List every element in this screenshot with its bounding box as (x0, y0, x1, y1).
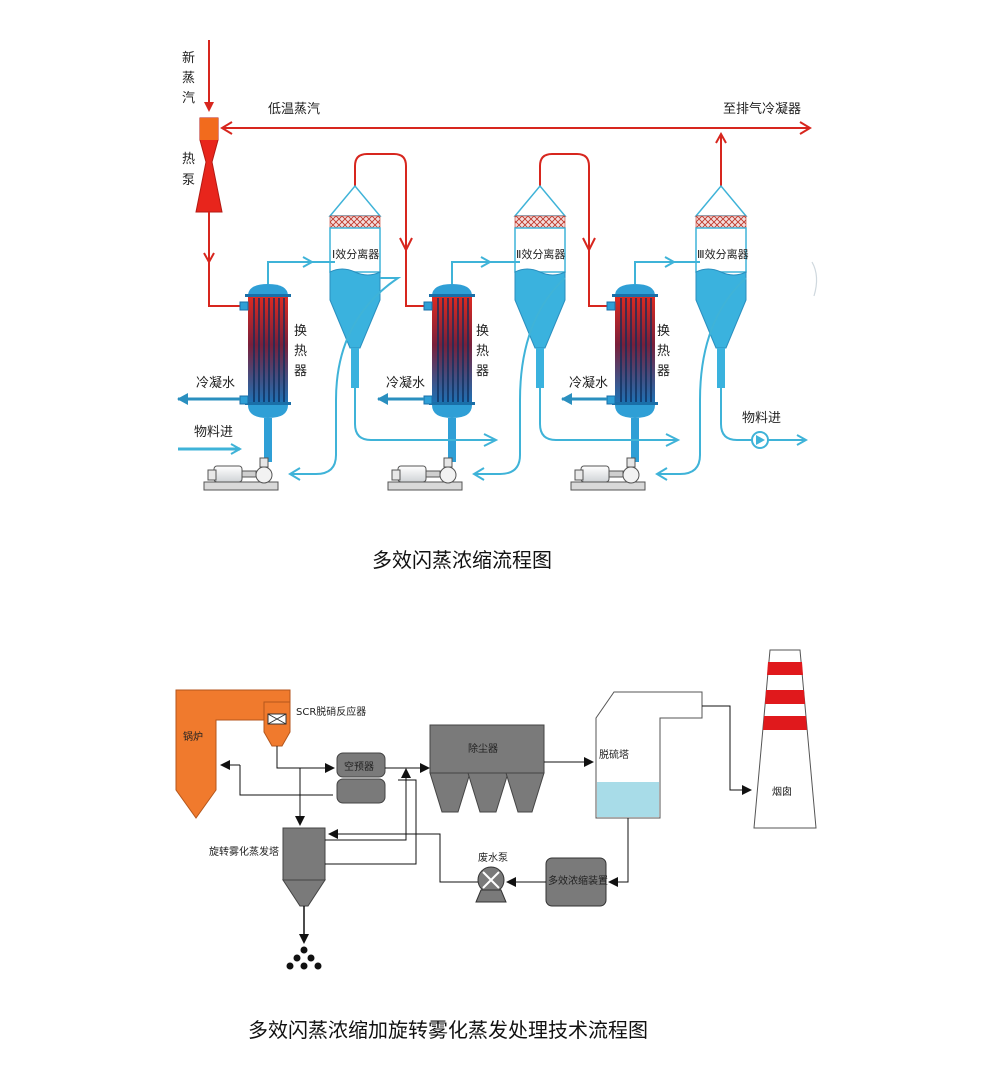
heat-exchanger-1 (239, 284, 291, 462)
heat-pump-label-1: 热 (182, 152, 195, 167)
pump-skid-1 (203, 457, 279, 491)
condensate-2-label: 冷凝水 (386, 375, 425, 391)
scr-label: SCR脱硝反应器 (296, 705, 366, 718)
flash-diagram-caption: 多效闪蒸浓缩流程图 (372, 548, 552, 572)
heat-exchanger-2 (423, 284, 475, 462)
sep2-recirc-arrow (472, 467, 485, 481)
condensate-1-label: 冷凝水 (196, 375, 235, 391)
dust-hopper-1 (429, 772, 471, 813)
dust-hopper-3 (505, 772, 545, 813)
fresh-steam-label-1: 新 (182, 50, 195, 66)
hx3-to-sep3-pipe (634, 261, 700, 284)
separator-1-label: Ⅰ效分离器 (332, 247, 379, 261)
pump-to-hx1-pipe-b (208, 262, 242, 307)
hx2-label-3: 器 (476, 364, 489, 379)
spray-tower-cone (282, 879, 326, 907)
sep2-vapor-arrow (582, 237, 596, 253)
air-preheater-upper (336, 752, 386, 778)
chimney-shape (753, 649, 817, 829)
dust-collector-label: 除尘器 (468, 742, 498, 755)
desulfurization-liquid (597, 782, 659, 817)
heat-pump-label-2: 泵 (182, 173, 195, 188)
low-temp-steam-label: 低温蒸汽 (268, 102, 320, 117)
sep3-recirc-arrow (655, 467, 668, 481)
header-left-arrow (220, 121, 233, 135)
fresh-steam-label-3: 汽 (182, 91, 195, 106)
air-preheater-label: 空预器 (344, 760, 374, 773)
dust-hopper-2 (467, 772, 509, 813)
chimney-band-3 (763, 716, 807, 730)
scr-catalyst-cross-icon (267, 713, 287, 725)
chimney-band-1 (767, 662, 803, 675)
heat-pump-inlet (200, 118, 218, 140)
hx1-to-sep1-pipe (267, 261, 335, 284)
hx1-label-1: 换 (294, 324, 307, 339)
separator-3-label: Ⅲ效分离器 (697, 247, 749, 261)
heat-exchanger-3 (606, 284, 658, 462)
sep2-product-pipe (539, 388, 678, 441)
sep1-product-arrow (483, 433, 499, 447)
to-exhaust-condenser-label: 至排气冷凝器 (723, 101, 801, 117)
sep1-recirc-arrow (288, 467, 301, 481)
multi-effect-label: 多效浓缩装置 (548, 874, 608, 887)
sep1-vapor-to-hx2 (354, 153, 426, 307)
hx2-label-2: 热 (476, 344, 489, 359)
wastewater-pump-cross-icon (482, 871, 500, 889)
header-right-arrow (799, 121, 812, 135)
condensate-3-label: 冷凝水 (569, 375, 608, 391)
hx3-label-1: 换 (657, 324, 670, 339)
flue-gas-lines (220, 705, 752, 887)
pump-skid-3 (570, 457, 646, 491)
flash-evaporation-diagram: 新 蒸 汽 热 泵 低温蒸汽 至排气冷凝器 (177, 40, 818, 572)
sep2-product-arrow (665, 433, 681, 447)
sep1-recirc-pipe (290, 277, 402, 475)
fresh-steam-label-2: 蒸 (182, 71, 195, 86)
edge-detail (811, 261, 818, 297)
chimney-label: 烟囱 (772, 785, 792, 798)
material-out-label: 物料进 (742, 411, 781, 426)
separator-2-label: Ⅱ效分离器 (516, 247, 565, 261)
sep1-product-pipe (354, 388, 496, 441)
spray-diagram-caption: 多效闪蒸浓缩加旋转雾化蒸发处理技术流程图 (248, 1018, 648, 1042)
sep3-recirc-pipe (657, 277, 747, 475)
chimney-band-2 (765, 690, 805, 704)
boiler-label: 锅炉 (183, 731, 203, 743)
air-preheater-lower (336, 778, 386, 804)
hx1-label-2: 热 (294, 344, 307, 359)
desulfurization-label: 脱硫塔 (599, 748, 629, 761)
hx2-label-1: 换 (476, 324, 489, 339)
product-pump-arrow-icon (756, 435, 765, 445)
sep2-recirc-pipe (474, 277, 566, 475)
hx3-label-2: 热 (657, 344, 670, 359)
dry-salt-particles (286, 946, 322, 970)
sep3-product-pipe (720, 388, 752, 441)
hx3-label-3: 器 (657, 364, 670, 379)
material-in-label: 物料进 (194, 425, 233, 440)
sep2-vapor-to-hx3 (539, 153, 609, 307)
hx2-to-sep2-pipe (451, 261, 520, 284)
separator-1 (328, 184, 382, 388)
wastewater-pump-base (475, 889, 507, 903)
spray-evaporation-diagram: 锅炉 SCR脱硝反应器 空预器 除尘器 脱硫塔 烟囱 旋转雾化蒸发塔 (175, 649, 817, 1042)
boiler-shape (175, 689, 291, 819)
wastewater-pump-label: 废水泵 (478, 851, 508, 864)
pump-skid-2 (387, 457, 463, 491)
spray-tower-label: 旋转雾化蒸发塔 (209, 845, 279, 858)
spray-tower-body (282, 827, 326, 881)
sep1-vapor-arrow (399, 237, 413, 253)
dust-collector-body (429, 724, 545, 774)
hx1-label-3: 器 (294, 364, 307, 379)
